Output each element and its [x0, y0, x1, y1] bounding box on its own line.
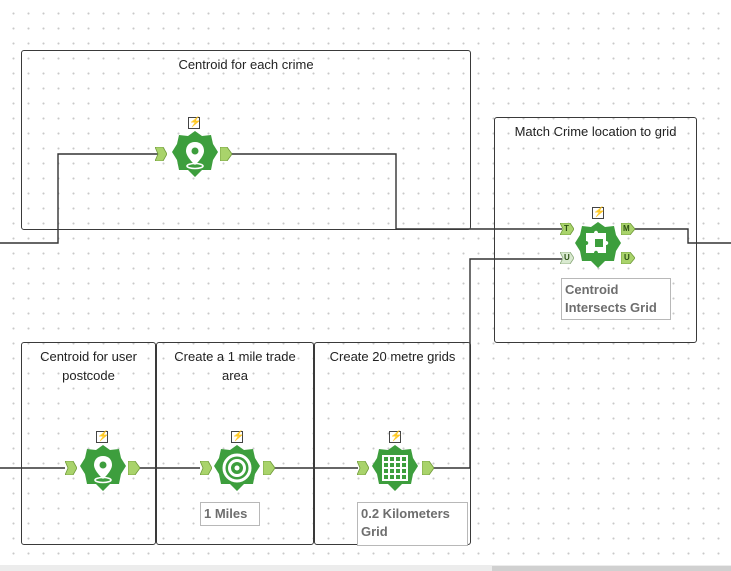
- container-title: Match Crime location to grid: [514, 124, 677, 139]
- run-badge-icon: ⚡: [96, 431, 110, 443]
- container-title: Create 20 metre grids: [329, 349, 456, 364]
- map-pin-icon: [172, 131, 218, 177]
- horizontal-scrollbar-thumb[interactable]: [492, 566, 731, 571]
- spatial-info-tool[interactable]: [78, 443, 128, 493]
- target-input-anchor[interactable]: T: [560, 223, 574, 235]
- target-rings-icon: [214, 445, 260, 491]
- input-anchor[interactable]: [155, 147, 167, 161]
- anchor-label: M: [623, 224, 630, 233]
- container-match-crime-location[interactable]: Match Crime location to grid: [494, 117, 697, 343]
- output-anchor[interactable]: [263, 461, 275, 475]
- tool-annotation: Centroid Intersects Grid: [561, 278, 671, 320]
- container-create-trade-area[interactable]: Create a 1 mile trade area: [156, 342, 314, 545]
- anchor-label: T: [564, 224, 569, 233]
- grid-icon: [372, 445, 418, 491]
- run-badge-icon: ⚡: [389, 431, 403, 443]
- anchor-label: U: [564, 253, 570, 262]
- output-anchor[interactable]: [220, 147, 232, 161]
- run-badge-icon: ⚡: [592, 207, 606, 219]
- container-title: Create a 1 mile trade area: [174, 349, 296, 383]
- puzzle-icon: [575, 222, 621, 268]
- input-anchor[interactable]: [200, 461, 212, 475]
- horizontal-scrollbar-track[interactable]: [0, 565, 731, 571]
- unmatched-output-anchor[interactable]: U: [621, 252, 635, 264]
- input-anchor[interactable]: [65, 461, 77, 475]
- output-anchor[interactable]: [422, 461, 434, 475]
- run-badge-icon: ⚡: [188, 117, 202, 129]
- output-anchor[interactable]: [128, 461, 140, 475]
- container-centroid-for-each-crime[interactable]: Centroid for each crime: [21, 50, 471, 230]
- container-title: Centroid for user postcode: [40, 349, 137, 383]
- container-title: Centroid for each crime: [178, 57, 314, 72]
- trade-area-tool[interactable]: [212, 443, 262, 493]
- tool-annotation: 0.2 Kilometers Grid: [357, 502, 468, 546]
- input-anchor[interactable]: [357, 461, 369, 475]
- map-pin-icon: [80, 445, 126, 491]
- anchor-label: U: [624, 253, 630, 262]
- spatial-info-tool[interactable]: [170, 129, 220, 179]
- make-grid-tool[interactable]: [370, 443, 420, 493]
- universe-input-anchor[interactable]: U: [560, 252, 574, 264]
- tool-annotation: 1 Miles: [200, 502, 260, 526]
- spatial-match-tool[interactable]: [573, 220, 623, 270]
- container-centroid-for-user-postcode[interactable]: Centroid for user postcode: [21, 342, 156, 545]
- matched-output-anchor[interactable]: M: [621, 223, 635, 235]
- run-badge-icon: ⚡: [231, 431, 245, 443]
